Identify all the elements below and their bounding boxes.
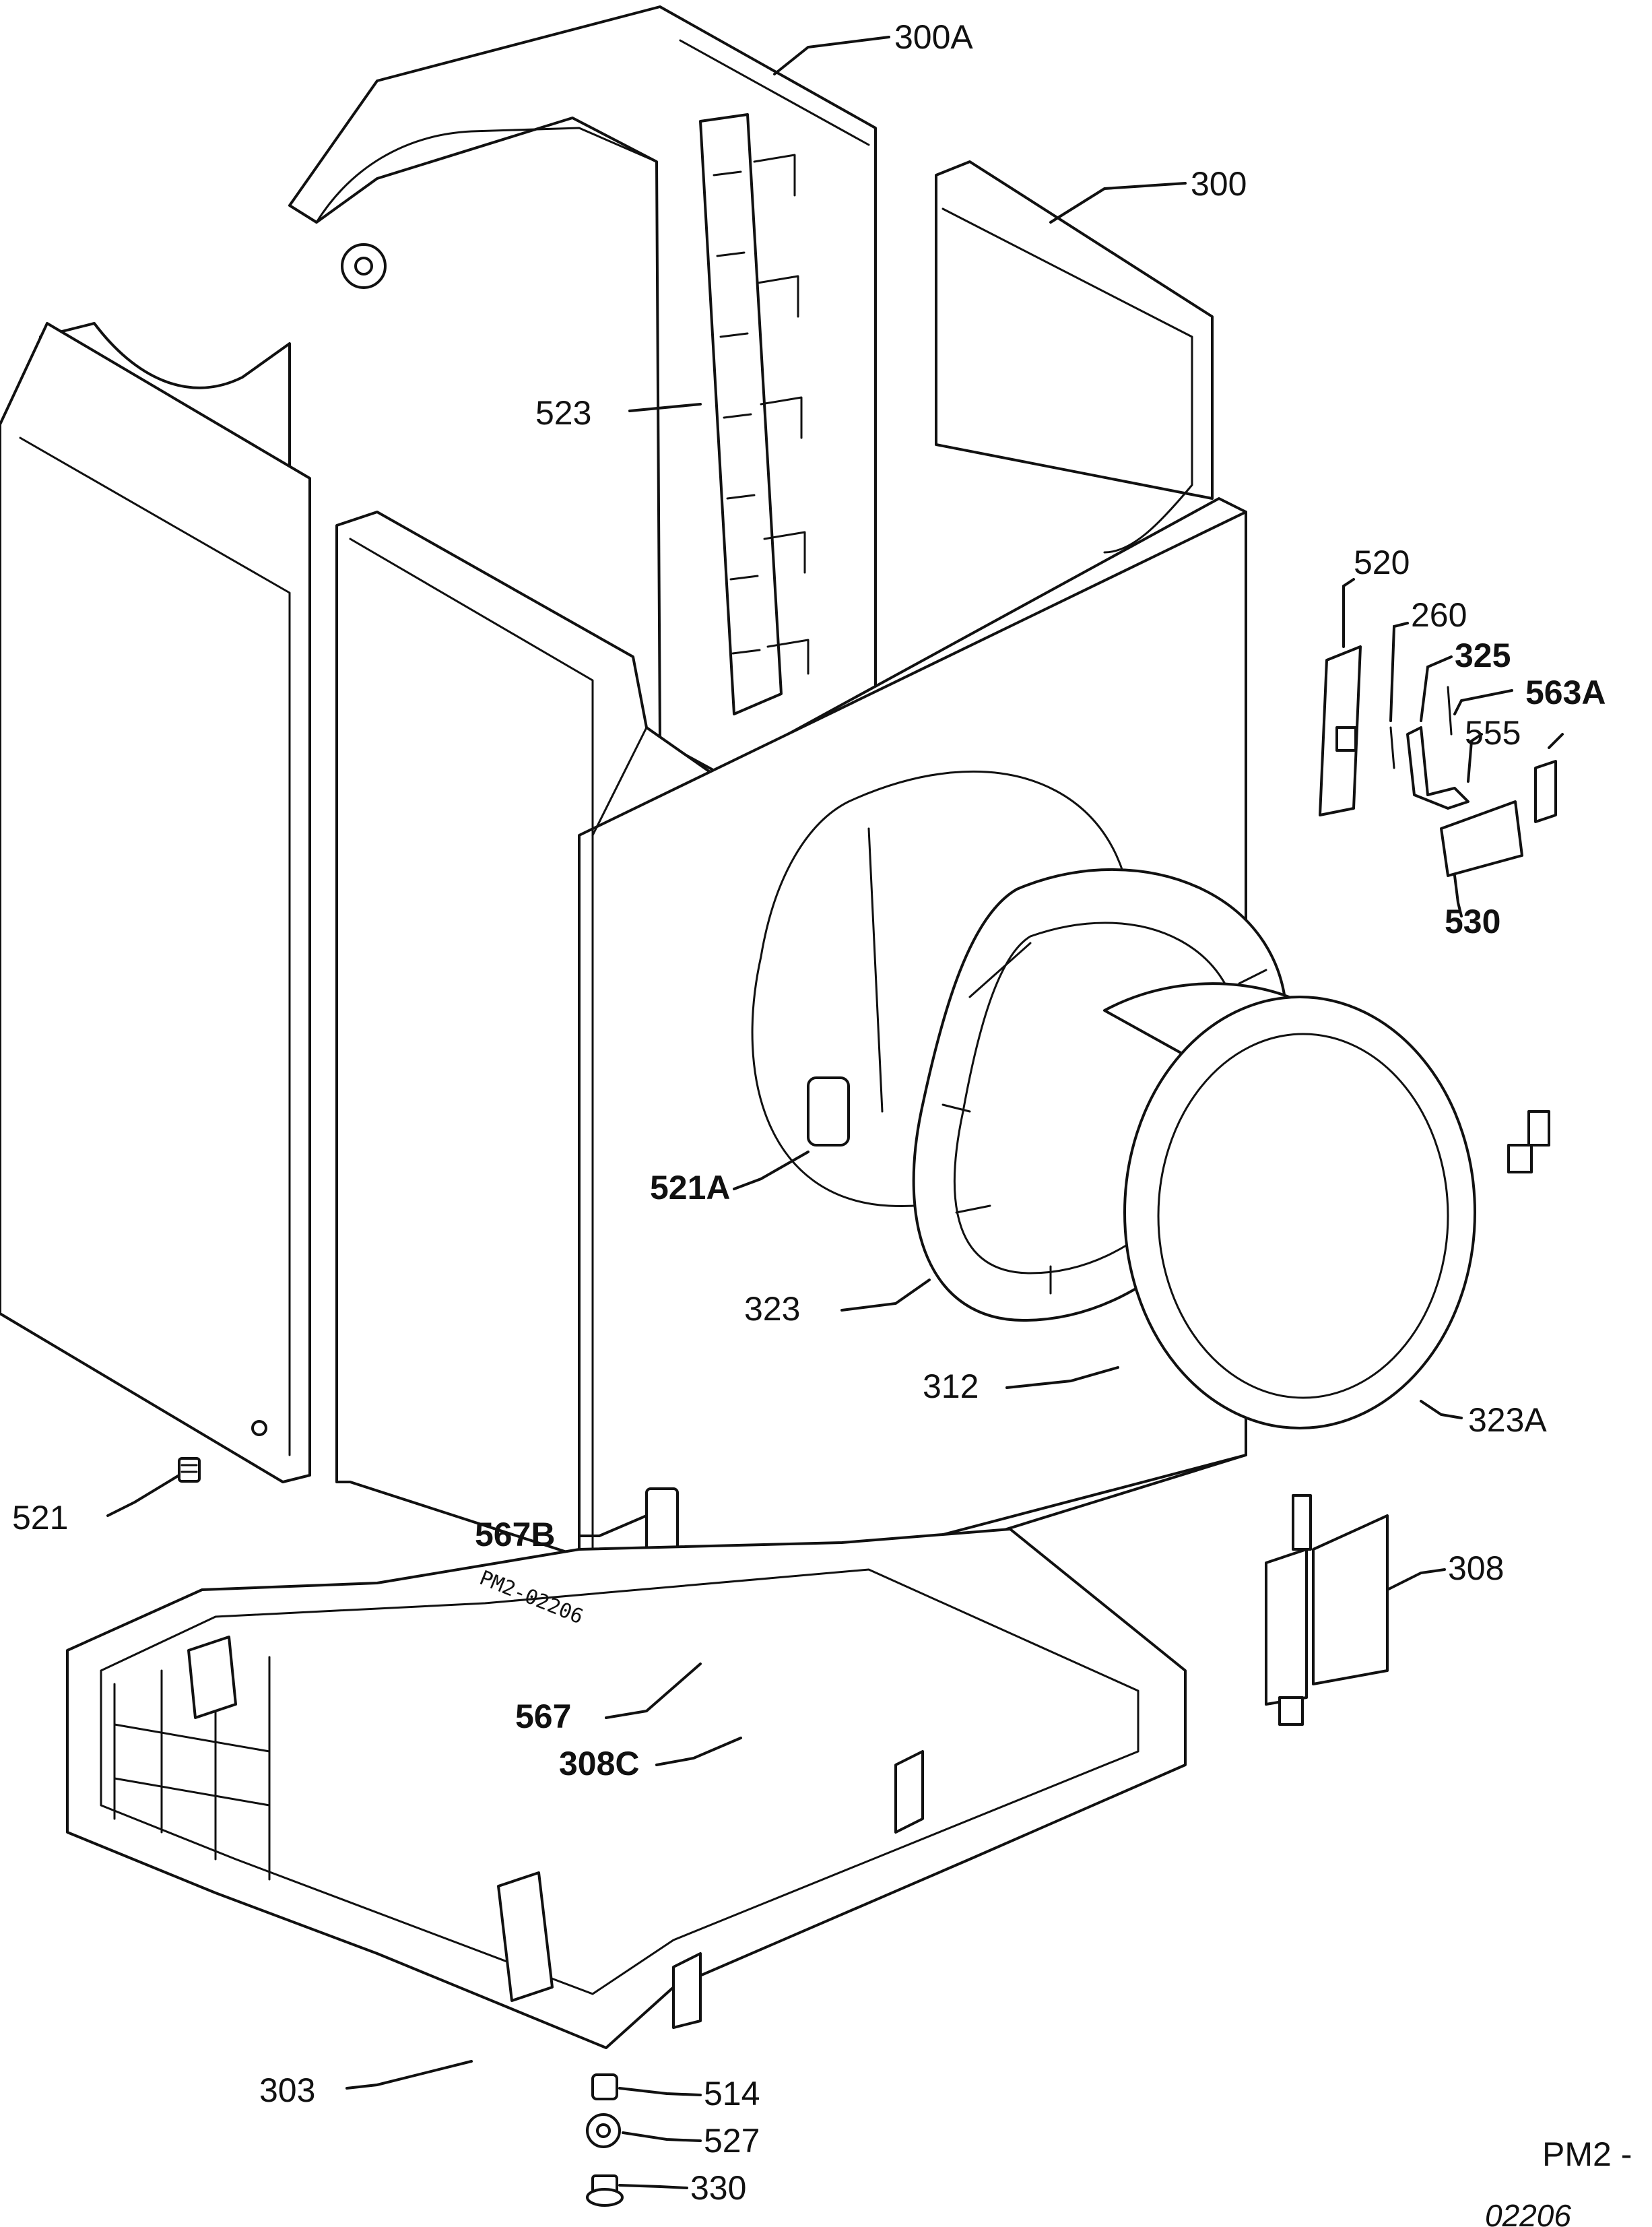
label-530: 530 xyxy=(1445,903,1500,940)
lock-block-530 xyxy=(1440,800,1523,877)
label-520: 520 xyxy=(1354,544,1410,581)
label-260: 260 xyxy=(1411,596,1467,634)
label-514: 514 xyxy=(704,2075,760,2112)
door-lock-assembly xyxy=(1319,645,1557,877)
drawing-reference: PM2 - 02206 xyxy=(1485,2135,1632,2227)
label-567B: 567B xyxy=(475,1516,556,1553)
door-porthole-323A xyxy=(1103,982,1550,1429)
door-hinge-308 xyxy=(1265,1494,1389,1726)
right-panel-300 xyxy=(935,160,1214,554)
reference-line-2: 02206 xyxy=(1485,2198,1571,2227)
base-frame-303 xyxy=(66,1528,1187,2049)
label-325: 325 xyxy=(1455,637,1511,674)
label-563A: 563A xyxy=(1525,674,1606,711)
label-527: 527 xyxy=(704,2122,760,2160)
label-300: 300 xyxy=(1191,165,1247,203)
label-312: 312 xyxy=(923,1367,979,1405)
leader-lines xyxy=(106,36,1564,2189)
foot-330 xyxy=(586,2174,624,2207)
foot-514 xyxy=(591,2073,618,2100)
screw-521 xyxy=(178,1457,201,1483)
label-523: 523 xyxy=(535,394,591,432)
label-323: 323 xyxy=(744,1290,800,1328)
washer-527 xyxy=(586,2113,621,2148)
part-labels: 300A 300 523 520 260 325 563A 555 530 52… xyxy=(12,18,1606,2207)
label-303: 303 xyxy=(259,2071,315,2109)
label-521: 521 xyxy=(12,1499,68,1537)
label-323A: 323A xyxy=(1468,1401,1547,1439)
left-side-panel xyxy=(0,322,311,1483)
pin-563A xyxy=(1447,686,1453,736)
label-567: 567 xyxy=(515,1698,571,1735)
label-300A: 300A xyxy=(894,18,973,56)
label-308: 308 xyxy=(1448,1549,1504,1587)
label-308C: 308C xyxy=(559,1745,640,1782)
slotted-rail-523 xyxy=(699,113,810,715)
lever-325 xyxy=(1406,726,1469,810)
reference-line-1: PM2 - xyxy=(1542,2135,1632,2173)
cover-555 xyxy=(1534,760,1557,823)
label-521A: 521A xyxy=(650,1169,731,1206)
label-330: 330 xyxy=(690,2169,746,2207)
label-555: 555 xyxy=(1465,714,1521,752)
cabinet-body xyxy=(335,497,1247,1632)
spring-260 xyxy=(1389,726,1395,769)
